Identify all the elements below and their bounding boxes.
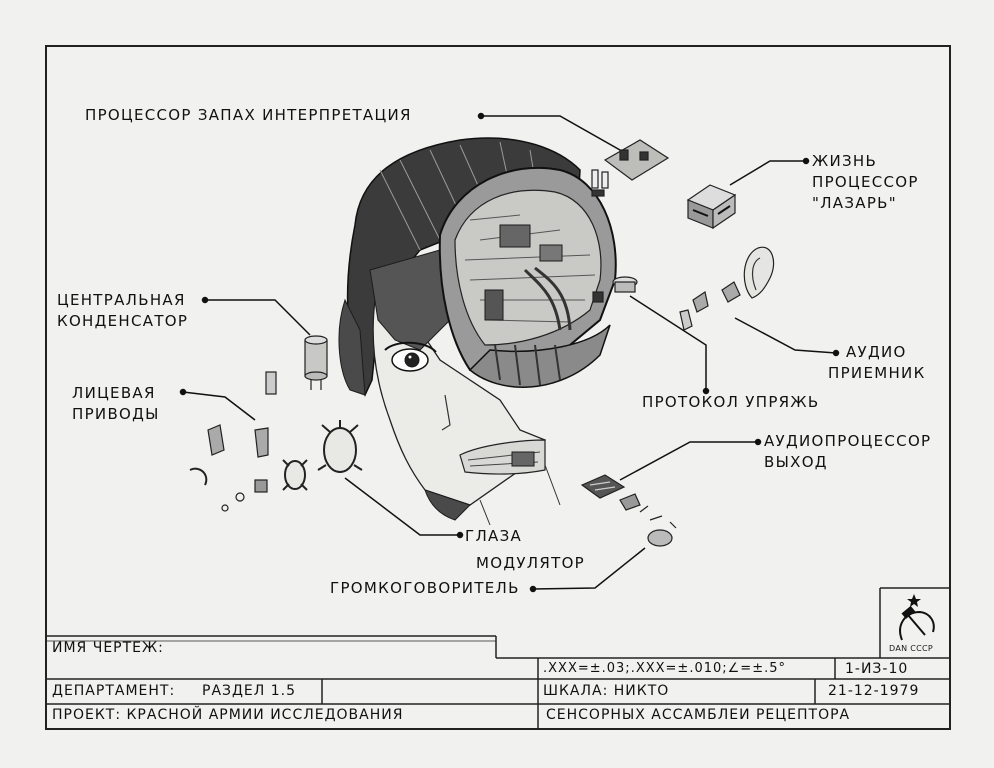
label-life-processor: ЖИЗНЬ ПРОЦЕССОР "ЛАЗАРЬ"	[812, 151, 919, 214]
label-audio-proc-line1: АУДИОПРОЦЕССОР	[764, 432, 932, 450]
label-audio-recv-line2: ПРИЕМНИК	[828, 364, 926, 382]
label-smell-processor: ПРОЦЕССОР ЗАПАХ ИНТЕРПРЕТАЦИЯ	[85, 106, 412, 124]
ear-part	[743, 246, 775, 299]
label-facial-actuators: ЛИЦЕВАЯ ПРИВОДЫ	[72, 383, 160, 425]
label-audio-recv-line1: АУДИО	[846, 343, 907, 361]
scale-field: ШКАЛА: НИКТО	[543, 683, 670, 699]
title-block-lines	[46, 587, 950, 729]
exploded-components	[189, 139, 775, 547]
life-processor-part	[686, 184, 737, 230]
facial-actuator-part	[207, 424, 225, 456]
label-central-capacitor: ЦЕНТРАЛЬНАЯ КОНДЕНСАТОР	[57, 290, 188, 332]
label-protocol-harness: ПРОТОКОЛ УПРЯЖЬ	[642, 393, 820, 411]
label-audio-proc-line2: ВЫХОД	[764, 453, 828, 471]
label-facial-line2: ПРИВОДЫ	[72, 405, 160, 423]
label-life-line1: ЖИЗНЬ	[812, 152, 878, 170]
assembly-title: СЕНСОРНЫХ АССАМБЛЕИ РЕЦЕПТОРА	[546, 707, 851, 723]
label-facial-line1: ЛИЦЕВАЯ	[72, 384, 156, 402]
project-field: ПРОЕКТ: КРАСНОЙ АРМИИ ИССЛЕДОВАНИЯ	[52, 707, 404, 723]
label-capacitor-line2: КОНДЕНСАТОР	[57, 312, 189, 330]
department-value: РАЗДЕЛ 1.5	[202, 683, 297, 699]
label-eyes: ГЛАЗА	[465, 527, 523, 545]
stamp-label: DAN СССР	[889, 644, 934, 653]
label-speaker: ГРОМКОГОВОРИТЕЛЬ	[330, 579, 520, 597]
label-life-line3: "ЛАЗАРЬ"	[812, 194, 897, 212]
label-life-line2: ПРОЦЕССОР	[812, 173, 919, 191]
leader-lines	[179, 112, 840, 593]
smell-processor-part	[603, 139, 670, 181]
label-audio-receiver: АУДИО ПРИЕМНИК	[828, 342, 940, 384]
android-head-illustration	[338, 137, 617, 526]
department-label: ДЕПАРТАМЕНТ:	[52, 683, 176, 699]
tolerance-spec: .XXX=±.03;.XXX=±.010;∠=±.5°	[543, 661, 786, 676]
label-modulator: МОДУЛЯТОР	[476, 554, 586, 572]
label-audio-processor: АУДИОПРОЦЕССОР ВЫХОД	[764, 431, 931, 473]
eye-frame-part	[317, 420, 363, 473]
speaker-part	[647, 529, 673, 547]
date-field: 21-12-1979	[828, 683, 920, 699]
drawing-frame	[45, 45, 951, 730]
label-capacitor-line1: ЦЕНТРАЛЬНАЯ	[57, 291, 186, 309]
drawing-name-label: ИМЯ ЧЕРТЕЖ:	[52, 640, 164, 656]
central-capacitor-part	[304, 335, 328, 390]
sheet-number: 1-ИЗ-10	[845, 661, 909, 677]
audio-processor-part	[580, 474, 626, 499]
hammer-sickle-emblem	[899, 594, 935, 641]
